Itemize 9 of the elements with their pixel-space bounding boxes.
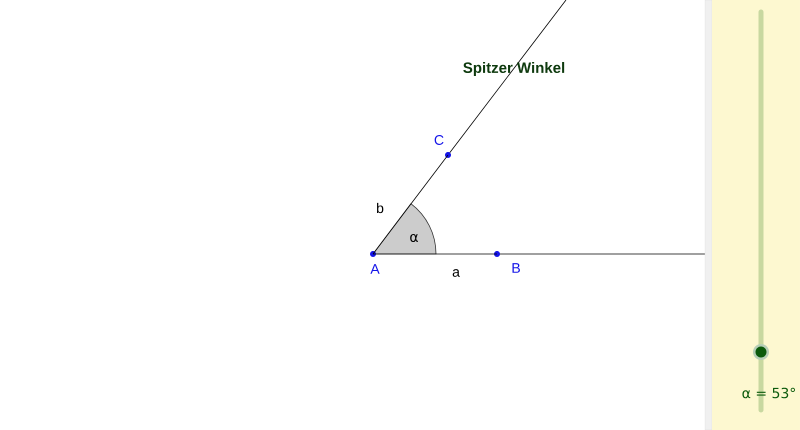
point-label: B [512,263,520,273]
title: Spitzer Winkel [463,62,564,76]
edge-label: a [451,268,461,278]
slider-value: α = 53° [742,388,795,398]
point-label: C [434,135,444,145]
angle-label: α [410,234,418,242]
point-label: A [370,264,380,274]
line-segment [372,154,448,254]
edge-label: b [375,202,385,214]
